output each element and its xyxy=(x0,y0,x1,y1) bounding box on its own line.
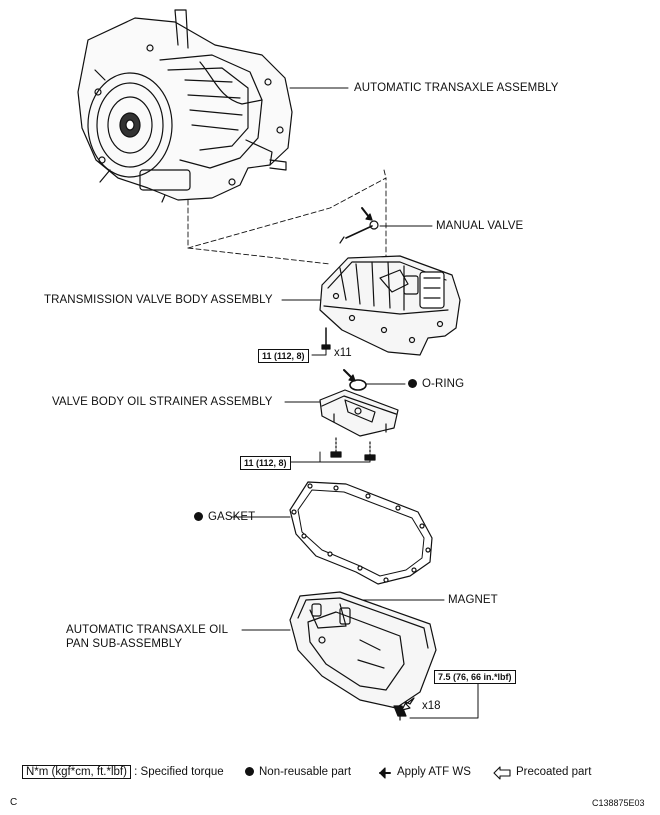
legend-specified-torque-text: : Specified torque xyxy=(134,766,224,778)
gasket-text: GASKET xyxy=(208,511,256,523)
legend-apply-atf: Apply ATF WS xyxy=(397,766,471,778)
legend-non-reusable: Non-reusable part xyxy=(245,766,351,778)
corner-code-left: C xyxy=(10,797,18,808)
valve-body-drawing xyxy=(319,255,461,356)
label-transmission-valve-body-assembly: TRANSMISSION VALVE BODY ASSEMBLY xyxy=(44,294,273,306)
torque-box-valve-body: 11 (112, 8) xyxy=(258,349,309,363)
o-ring-drawing xyxy=(343,369,367,391)
legend-precoated: Precoated part xyxy=(516,766,592,778)
label-gasket: GASKET xyxy=(194,511,255,524)
label-oil-pan-line2: PAN SUB-ASSEMBLY xyxy=(66,638,183,650)
label-magnet: MAGNET xyxy=(448,594,498,606)
count-valve-body-bolts: x11 xyxy=(334,347,352,359)
label-automatic-transaxle-assembly: AUTOMATIC TRANSAXLE ASSEMBLY xyxy=(354,82,559,94)
torque-box-oil-pan: 7.5 (76, 66 in.*lbf) xyxy=(434,670,516,684)
legend-unit-box: N*m (kgf*cm, ft.*lbf) xyxy=(22,765,131,779)
label-o-ring: O-RING xyxy=(408,378,464,391)
manual-valve-drawing xyxy=(339,207,379,244)
legend-non-reusable-text: Non-reusable part xyxy=(259,766,352,778)
torque-box-strainer: 11 (112, 8) xyxy=(240,456,291,470)
non-reusable-dot-icon xyxy=(194,512,203,521)
label-valve-body-oil-strainer-assembly: VALVE BODY OIL STRAINER ASSEMBLY xyxy=(52,396,273,408)
figure-reference-code: C138875E03 xyxy=(592,798,645,808)
filled-circle-icon xyxy=(245,767,254,776)
count-oil-pan-bolts: x18 xyxy=(422,700,441,712)
transaxle-drawing xyxy=(77,9,293,203)
oil-pan-drawing xyxy=(289,591,437,721)
strainer-drawing xyxy=(319,389,399,461)
alignment-lines xyxy=(187,169,387,276)
legend-icons xyxy=(379,766,511,780)
o-ring-text: O-RING xyxy=(422,378,465,390)
legend-specified-torque: N*m (kgf*cm, ft.*lbf) : Specified torque xyxy=(22,765,224,779)
label-oil-pan-line1: AUTOMATIC TRANSAXLE OIL xyxy=(66,624,229,636)
gasket-drawing xyxy=(289,481,433,585)
label-manual-valve: MANUAL VALVE xyxy=(436,220,524,232)
non-reusable-dot-icon xyxy=(408,379,417,388)
leader-lines xyxy=(231,87,479,719)
